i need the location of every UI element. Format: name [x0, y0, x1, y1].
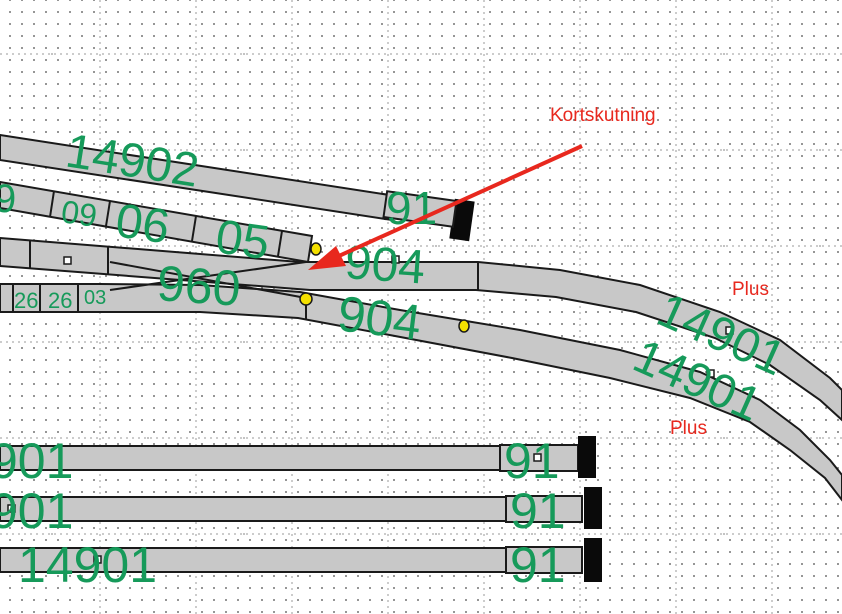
siding-2: [0, 487, 602, 529]
track-joint: [391, 255, 400, 264]
siding-3: [0, 538, 602, 582]
track-joint: [725, 326, 734, 335]
track-joint: [706, 369, 715, 378]
label-901-a: 901: [0, 433, 73, 489]
label-901-b: 901: [0, 483, 73, 539]
label-09: 09: [59, 193, 99, 234]
annotation-arrow: [308, 144, 583, 270]
label-26-b: 26: [48, 288, 72, 313]
label-960: 960: [155, 255, 242, 317]
label-14902: 14902: [62, 125, 202, 198]
annotation-short-circuit: Kortskutning: [550, 105, 656, 126]
label-91-c: 91: [510, 537, 566, 593]
label-904-b: 904: [335, 285, 425, 351]
label-91-top: 91: [386, 182, 437, 234]
label-05: 05: [212, 210, 272, 270]
feeder-dot: [299, 292, 313, 306]
label-91-a: 91: [504, 433, 560, 489]
annotation-plus-lower: Plus: [670, 418, 707, 439]
label-26-a: 26: [14, 288, 38, 313]
label-904-a: 904: [343, 236, 427, 294]
track-joint: [63, 256, 72, 265]
switch-diverging: [109, 261, 307, 299]
label-9: 9: [0, 177, 16, 221]
label-03: 03: [84, 287, 106, 309]
annotation-plus-upper: Plus: [732, 279, 769, 300]
label-06: 06: [112, 194, 172, 254]
track-960-904-main: [0, 236, 842, 422]
feeder-dot: [310, 242, 322, 256]
track-904-14901-lower: [0, 283, 842, 502]
label-14901-c: 14901: [18, 537, 157, 593]
switch-diverging-2: [109, 261, 307, 291]
feeder-dot: [458, 319, 470, 333]
label-91-b: 91: [510, 483, 566, 539]
siding-1: [0, 436, 596, 478]
